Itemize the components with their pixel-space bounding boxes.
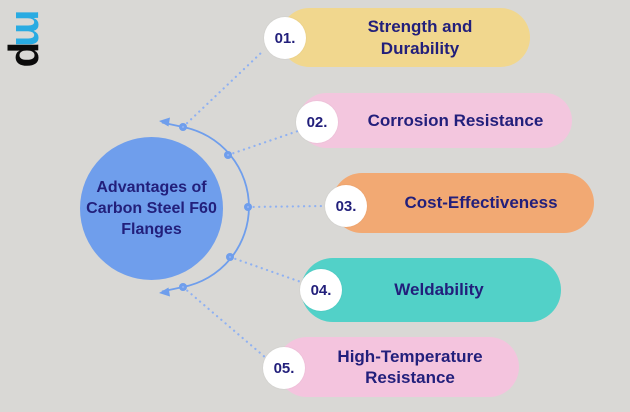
- leader-line-3: [246, 204, 327, 209]
- dotted-leaders: [181, 50, 327, 360]
- item-number: 02.: [306, 113, 328, 131]
- advantage-item-high-temp: 05. High-Temperature Resistance: [263, 337, 519, 397]
- arrow-bottom-icon: [159, 287, 170, 297]
- arrow-top-icon: [159, 117, 170, 127]
- item-number: 05.: [273, 359, 295, 377]
- item-number-badge: 03.: [325, 185, 367, 227]
- advantage-item-strength: 01. Strength and Durability: [264, 8, 530, 67]
- central-topic-circle: Advantages of Carbon Steel F60 Flanges: [80, 137, 223, 280]
- advantage-item-corrosion: 02. Corrosion Resistance: [296, 93, 572, 148]
- item-number-badge: 04.: [300, 269, 342, 311]
- item-label: Corrosion Resistance: [367, 110, 544, 130]
- item-label: Cost-Effectiveness: [404, 193, 558, 213]
- item-number-badge: 01.: [264, 17, 306, 59]
- leader-line-2: [226, 129, 300, 157]
- item-label: High-Temperature Resistance: [337, 346, 483, 387]
- item-number: 03.: [335, 197, 357, 215]
- central-topic-title: Advantages of Carbon Steel F60 Flanges: [86, 178, 217, 239]
- advantage-item-cost: 03. Cost-Effectiveness: [325, 173, 594, 233]
- item-label: Weldability: [394, 280, 484, 300]
- item-number: 04.: [310, 281, 332, 299]
- item-number-badge: 02.: [296, 101, 338, 143]
- item-number-badge: 05.: [263, 347, 305, 389]
- leader-line-1: [181, 50, 264, 129]
- leader-line-4: [228, 255, 303, 284]
- item-label: Strength and Durability: [367, 17, 473, 58]
- leader-line-5: [181, 285, 268, 360]
- advantage-item-weldability: 04. Weldability: [300, 258, 561, 322]
- item-number: 01.: [274, 29, 296, 47]
